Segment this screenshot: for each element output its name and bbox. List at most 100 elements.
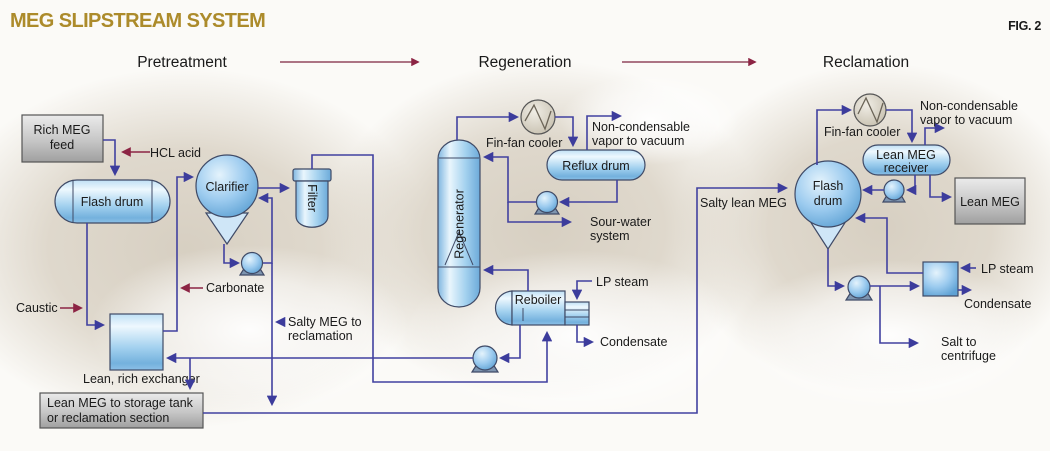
section-title-pretreatment: Pretreatment — [137, 54, 227, 71]
line-reboiler-vapor-return — [482, 264, 529, 291]
rich-meg-feed-label-1: Rich MEG — [34, 123, 91, 137]
rich-meg-feed-label-2: feed — [50, 138, 74, 152]
line-clarifier-to-pump — [223, 244, 241, 269]
fin-fan-zigzag-regen — [524, 103, 552, 131]
lean-meg-receiver-label-2: receiver — [884, 161, 928, 175]
line-to-reclamation-flash-drum — [203, 182, 789, 414]
carbonate-label: Carbonate — [206, 281, 264, 295]
fin-fan-cooler-recl-label: Fin-fan cooler — [824, 125, 900, 139]
filter-vessel — [295, 180, 329, 228]
hcl-acid-label: HCL acid — [150, 146, 201, 160]
line-flashdrum-overhead — [816, 104, 853, 165]
regen-bottoms-pump — [472, 345, 498, 371]
section-title-regeneration: Regeneration — [478, 54, 571, 71]
reclamation-equipment: Fin-fan cooler Flash drum Lean MEG recei… — [794, 93, 1026, 301]
reflux-pump — [535, 190, 559, 214]
regenerator-column — [437, 139, 481, 308]
line-receiver-to-leanmeg — [929, 175, 953, 203]
recl-bottoms-pump — [847, 275, 871, 299]
clarifier-pump — [240, 251, 264, 275]
lean-meg-product-label: Lean MEG — [960, 195, 1020, 209]
line-reflux-return — [482, 151, 536, 203]
reboiler-channel-box — [564, 301, 590, 326]
recl-steam-heater — [922, 261, 959, 297]
line-feed-to-flash-drum — [103, 139, 121, 177]
recl-flash-drum — [794, 160, 862, 228]
line-finfan-to-refluxdrum — [555, 116, 579, 148]
line-noncondensable-regen — [586, 110, 623, 150]
noncondensable-recl-label-2: vapor to vacuum — [920, 113, 1012, 127]
salt-centrifuge-label-2: centrifuge — [941, 349, 996, 363]
sour-water-label-2: system — [590, 229, 630, 243]
line-receiver-to-pump — [905, 175, 917, 196]
lean-rich-exchanger — [109, 313, 164, 371]
regeneration-equipment: Regenerator Fin-fan cooler Reflux drum R… — [437, 99, 646, 373]
section-title-reclamation: Reclamation — [823, 54, 909, 71]
stream-labels: HCL acid Caustic Carbonate Salty MEG to … — [16, 99, 1034, 363]
line-flashdrum-to-exchanger — [86, 223, 106, 331]
filter-label: Filter — [305, 184, 319, 212]
lean-rich-exchanger-label: Lean, rich exchanger — [83, 372, 200, 386]
salty-lean-meg-label: Salty lean MEG — [700, 196, 787, 210]
reclamation-lines — [816, 104, 976, 349]
receiver-pump — [883, 179, 905, 201]
reflux-drum-label: Reflux drum — [562, 159, 629, 173]
salty-meg-label-2: reclamation — [288, 329, 353, 343]
noncondensable-regen-label-2: vapor to vacuum — [592, 134, 684, 148]
rich-meg-feed-box — [21, 114, 104, 163]
fin-fan-zigzag-recl — [857, 96, 884, 124]
clarifier-vessel — [195, 154, 259, 218]
regenerator-chevron — [444, 230, 474, 266]
salt-centrifuge-label-1: Salt to — [941, 335, 976, 349]
lean-meg-receiver — [862, 144, 951, 176]
lean-meg-storage-box — [39, 392, 204, 429]
reboiler-body — [511, 290, 566, 326]
fin-fan-cooler-regen — [520, 99, 556, 135]
lean-meg-product-box — [954, 177, 1026, 225]
lp-steam-regen-label: LP steam — [596, 275, 649, 289]
reflux-drum — [546, 149, 646, 181]
section-headers: Pretreatment Regeneration Reclamation — [137, 54, 909, 71]
line-cone-to-pump — [827, 249, 846, 292]
line-heater-recycle — [854, 212, 923, 274]
pretreatment-lines — [60, 139, 789, 414]
condensate-regen-label: Condensate — [600, 335, 667, 349]
salty-meg-label-1: Salty MEG to — [288, 315, 362, 329]
figure-number: FIG. 2 — [1008, 19, 1041, 33]
lean-meg-receiver-label-1: Lean MEG — [876, 148, 936, 162]
recl-flash-drum-label-2: drum — [814, 194, 842, 208]
line-salt-to-centrifuge — [879, 286, 920, 349]
pretreatment-equipment: Rich MEG feed Flash drum Clarifier Filte… — [21, 114, 332, 429]
line-drum-to-refluxpump — [558, 180, 618, 208]
line-finfan-to-receiver — [886, 109, 918, 144]
line-pump-return-to-clarifier — [257, 192, 273, 264]
line-lp-steam-regen — [571, 280, 592, 301]
regenerator-label: Regenerator — [453, 189, 467, 259]
line-exchanger-to-clarifier — [163, 171, 195, 332]
recl-flash-drum-label-1: Flash — [813, 179, 844, 193]
page-title: MEG SLIPSTREAM SYSTEM — [10, 10, 265, 32]
storage-box-label-1: Lean MEG to storage tank — [47, 396, 194, 410]
line-condensate-regen — [576, 325, 595, 348]
line-regen-overhead — [456, 111, 520, 140]
regeneration-lines — [165, 110, 623, 364]
flash-drum-vessel — [54, 179, 171, 224]
noncondensable-regen-label-1: Non-condensable — [592, 120, 690, 134]
line-sour-water — [507, 202, 573, 228]
storage-box-label-2: or reclamation section — [47, 411, 169, 425]
noncondensable-recl-label-1: Non-condensable — [920, 99, 1018, 113]
reboiler-label: Reboiler — [515, 293, 562, 307]
line-reboiler-to-pump — [498, 325, 521, 364]
lp-steam-recl-label: LP steam — [981, 262, 1034, 276]
clarifier-label: Clarifier — [205, 180, 248, 194]
caustic-label: Caustic — [16, 301, 58, 315]
fin-fan-cooler-regen-label: Fin-fan cooler — [486, 136, 562, 150]
line-filter-to-reboiler — [311, 154, 553, 383]
filter-cap — [292, 168, 332, 182]
sour-water-label-1: Sour-water — [590, 215, 651, 229]
line-noncondensable-recl — [924, 122, 946, 145]
condensate-recl-label: Condensate — [964, 297, 1031, 311]
